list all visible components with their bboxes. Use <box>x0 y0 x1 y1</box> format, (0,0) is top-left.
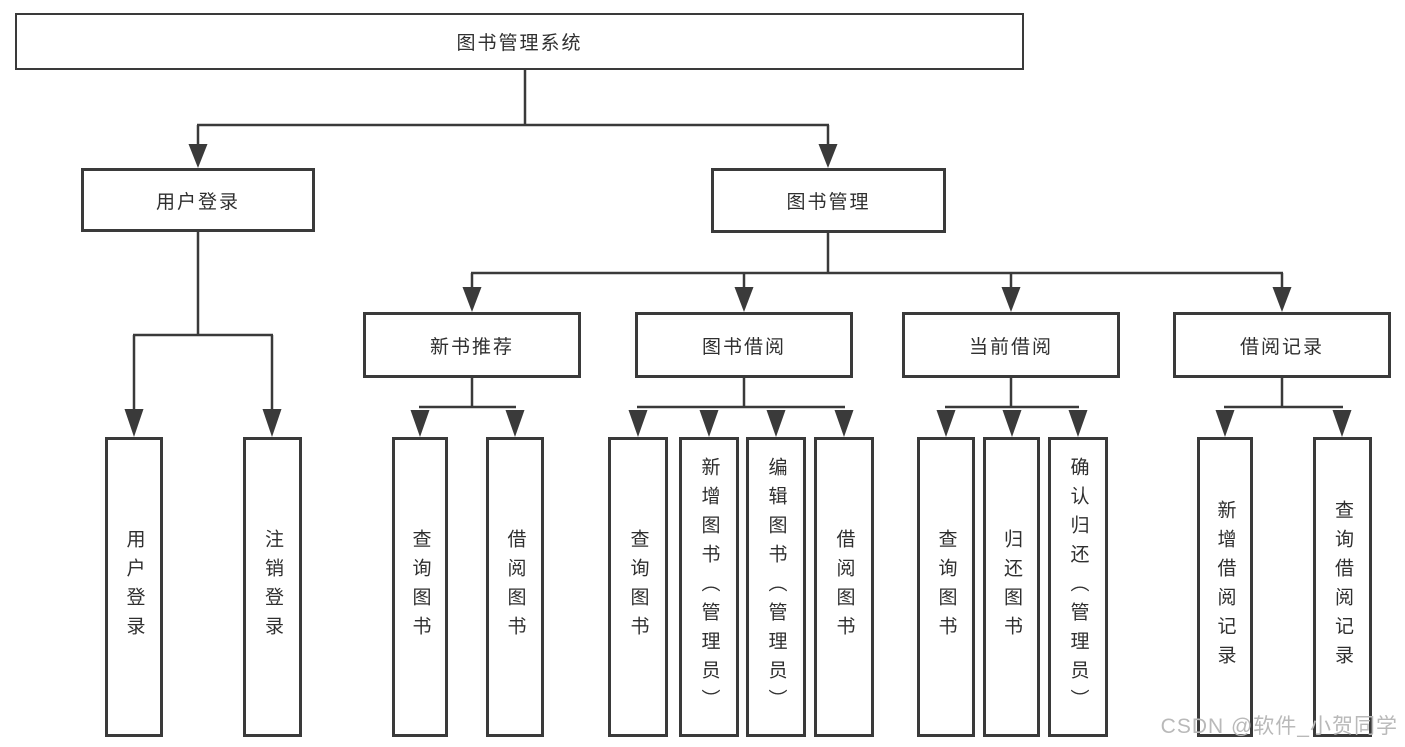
node-borrow-records: 借阅记录 <box>1173 312 1391 378</box>
leaf-query-books-2-label: 查询图书 <box>627 529 649 645</box>
leaf-logout-label: 注销登录 <box>262 529 283 645</box>
node-current-borrow: 当前借阅 <box>902 312 1120 378</box>
leaf-query-books-1-label: 查询图书 <box>409 529 431 645</box>
node-book-borrow: 图书借阅 <box>635 312 853 378</box>
node-new-book-recommend: 新书推荐 <box>363 312 581 378</box>
leaf-borrow-books-1: 借阅图书 <box>486 437 544 737</box>
leaf-user-login-label: 用户登录 <box>123 529 145 645</box>
leaf-edit-book-admin: 编辑图书（管理员） <box>746 437 806 737</box>
leaf-query-books-2: 查询图书 <box>608 437 668 737</box>
node-book-management: 图书管理 <box>711 168 946 233</box>
node-book-management-label: 图书管理 <box>786 192 871 213</box>
leaf-add-borrow-record-label: 新增借阅记录 <box>1214 500 1236 674</box>
leaf-borrow-books-2: 借阅图书 <box>814 437 874 737</box>
leaf-add-book-admin: 新增图书（管理员） <box>679 437 739 737</box>
leaf-query-books-1: 查询图书 <box>392 437 448 737</box>
leaf-return-book-label: 归还图书 <box>1001 529 1022 645</box>
leaf-confirm-return-admin: 确认归还（管理员） <box>1048 437 1108 737</box>
leaf-confirm-return-admin-label: 确认归还（管理员） <box>1067 456 1089 718</box>
node-current-borrow-label: 当前借阅 <box>968 336 1053 358</box>
node-new-book-recommend-label: 新书推荐 <box>429 336 514 358</box>
leaf-query-books-3-label: 查询图书 <box>935 529 957 645</box>
node-book-borrow-label: 图书借阅 <box>701 336 786 358</box>
leaf-query-books-3: 查询图书 <box>917 437 975 737</box>
node-library-management-system: 图书管理系统 <box>15 13 1024 70</box>
leaf-edit-book-admin-label: 编辑图书（管理员） <box>765 456 787 718</box>
leaf-logout: 注销登录 <box>243 437 302 737</box>
node-library-management-system-label: 图书管理系统 <box>456 33 583 54</box>
leaf-query-borrow-record-label: 查询借阅记录 <box>1332 500 1353 674</box>
node-user-login: 用户登录 <box>81 168 315 232</box>
leaf-borrow-books-2-label: 借阅图书 <box>833 529 855 645</box>
watermark: CSDN @软件_小贺同学 <box>1160 715 1398 738</box>
node-borrow-records-label: 借阅记录 <box>1239 336 1324 358</box>
leaf-user-login: 用户登录 <box>105 437 163 737</box>
leaf-return-book: 归还图书 <box>983 437 1040 737</box>
node-user-login-label: 用户登录 <box>155 191 240 213</box>
leaf-add-book-admin-label: 新增图书（管理员） <box>698 456 720 718</box>
leaf-query-borrow-record: 查询借阅记录 <box>1313 437 1372 737</box>
leaf-add-borrow-record: 新增借阅记录 <box>1197 437 1253 737</box>
leaf-borrow-books-1-label: 借阅图书 <box>504 529 526 645</box>
